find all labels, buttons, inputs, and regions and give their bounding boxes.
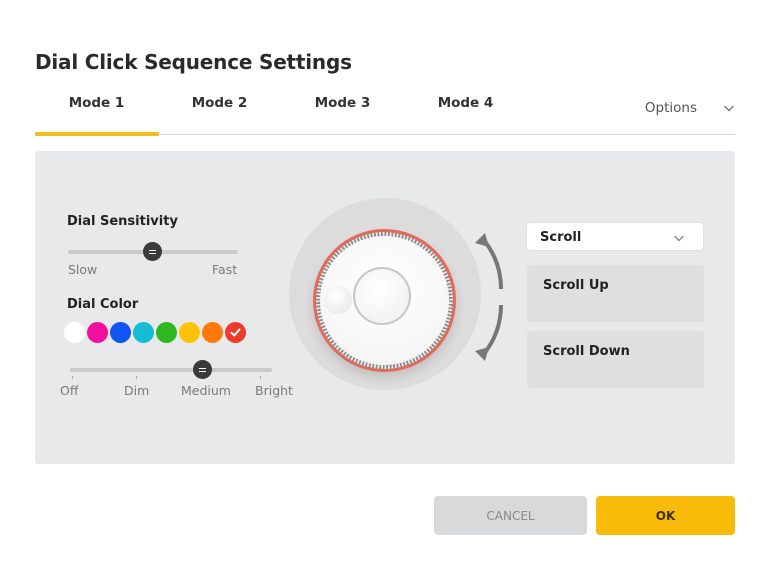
sensitivity-slider-thumb[interactable] [143,242,162,261]
tab-mode-3[interactable]: Mode 3 [314,95,371,111]
scroll-down-action[interactable]: Scroll Down [527,331,704,388]
chevron-down-icon [724,105,734,112]
tick-off [72,376,73,379]
tab-mode-4[interactable]: Mode 4 [437,95,494,111]
tab-mode-2[interactable]: Mode 2 [191,95,248,111]
swatch-green[interactable] [156,322,177,343]
scroll-up-action[interactable]: Scroll Up [527,265,704,322]
settings-panel: Dial Sensitivity Slow Fast Dial Color Of… [35,151,735,464]
action-select-value: Scroll [540,230,582,245]
tick-dim [136,376,137,379]
dialog-title: Dial Click Sequence Settings [35,50,352,74]
rotate-arrows [475,233,503,361]
mode-tabs: Mode 1 Mode 2 Mode 3 Mode 4 Options [35,88,735,136]
brightness-off-label: Off [60,383,79,398]
sensitivity-min-label: Slow [68,262,98,277]
ok-button[interactable]: OK [596,496,735,535]
dial-preview [289,198,481,390]
swatch-yellow[interactable] [179,322,200,343]
dial-color-label: Dial Color [67,297,139,312]
brightness-dim-label: Dim [124,383,150,398]
tick-bright [260,376,261,379]
chevron-down-icon [674,235,684,242]
color-swatches [64,322,246,343]
dial-dimple [324,286,352,314]
swatch-blue[interactable] [110,322,131,343]
scroll-up-label: Scroll Up [543,278,609,293]
rotate-down-arrow-icon [475,304,503,361]
brightness-medium-label: Medium [181,383,231,398]
check-icon [230,328,241,337]
rotate-up-arrow-icon [475,233,503,290]
swatch-orange[interactable] [202,322,223,343]
brightness-slider-thumb[interactable] [193,360,212,379]
swatch-cyan[interactable] [133,322,154,343]
scroll-down-label: Scroll Down [543,344,630,359]
tab-mode-1[interactable]: Mode 1 [68,95,125,111]
brightness-slider-track[interactable] [70,368,272,372]
sensitivity-max-label: Fast [212,262,238,277]
action-select[interactable]: Scroll [526,222,704,251]
swatch-white[interactable] [64,322,85,343]
swatch-magenta[interactable] [87,322,108,343]
options-label: Options [644,100,697,116]
dial-center-button [353,267,411,325]
brightness-bright-label: Bright [255,383,293,398]
active-tab-indicator [35,132,159,136]
dial-sensitivity-label: Dial Sensitivity [67,214,178,229]
cancel-button[interactable]: CANCEL [434,496,587,535]
swatch-red-selected[interactable] [225,322,246,343]
options-dropdown[interactable]: Options [645,100,735,116]
